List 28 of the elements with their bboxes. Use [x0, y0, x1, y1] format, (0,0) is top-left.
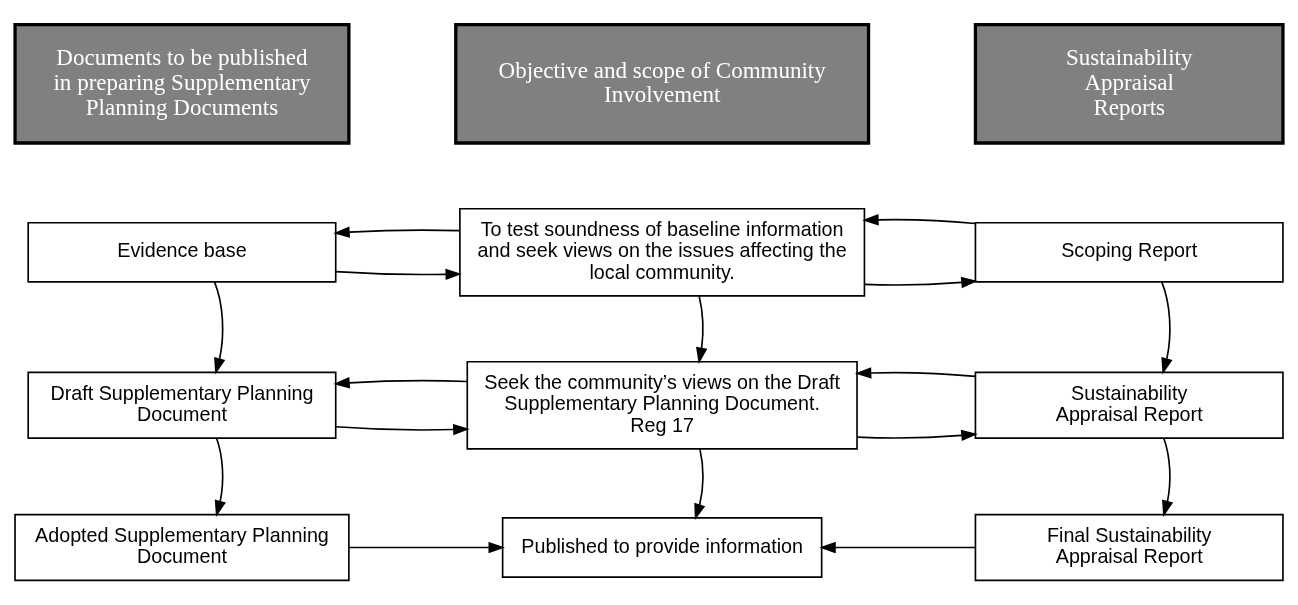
arrow — [696, 295, 708, 364]
node-box: Published to provide information — [501, 517, 823, 578]
arrow — [819, 541, 976, 554]
node-box: Adopted Supplementary Planning Document — [14, 513, 350, 582]
node-box: Documents to be published in preparing Supplementary Planning Documents — [13, 22, 351, 145]
arrow — [334, 268, 462, 281]
arrow — [694, 448, 706, 521]
arrow — [333, 226, 461, 238]
arrow — [334, 423, 470, 436]
arrow — [348, 541, 505, 554]
arrow — [1161, 281, 1173, 375]
arrow — [854, 367, 977, 379]
arrow — [862, 214, 977, 226]
arrow — [333, 377, 468, 389]
node-box: Scoping Report — [974, 221, 1284, 283]
node-box: Objective and scope of Community Involvement — [454, 22, 871, 145]
node-box: Sustainability Appraisal Reports — [973, 22, 1285, 145]
node-box: Seek the community’s views on the Draft Supplementary Planning Document. Reg 17 — [466, 360, 858, 450]
arrow — [863, 276, 978, 289]
arrow — [214, 437, 226, 517]
node-box: To test soundness of baseline information and seek views on the issues affecting the local community. — [459, 207, 866, 297]
arrow — [856, 429, 978, 442]
arrow — [1162, 437, 1174, 517]
node-box: Evidence base — [27, 221, 337, 283]
node-box: Draft Supplementary Planning Document — [27, 371, 337, 439]
node-box: Final Sustainability Appraisal Report — [974, 513, 1284, 582]
arrow — [213, 281, 226, 375]
node-box: Sustainability Appraisal Report — [974, 371, 1284, 439]
